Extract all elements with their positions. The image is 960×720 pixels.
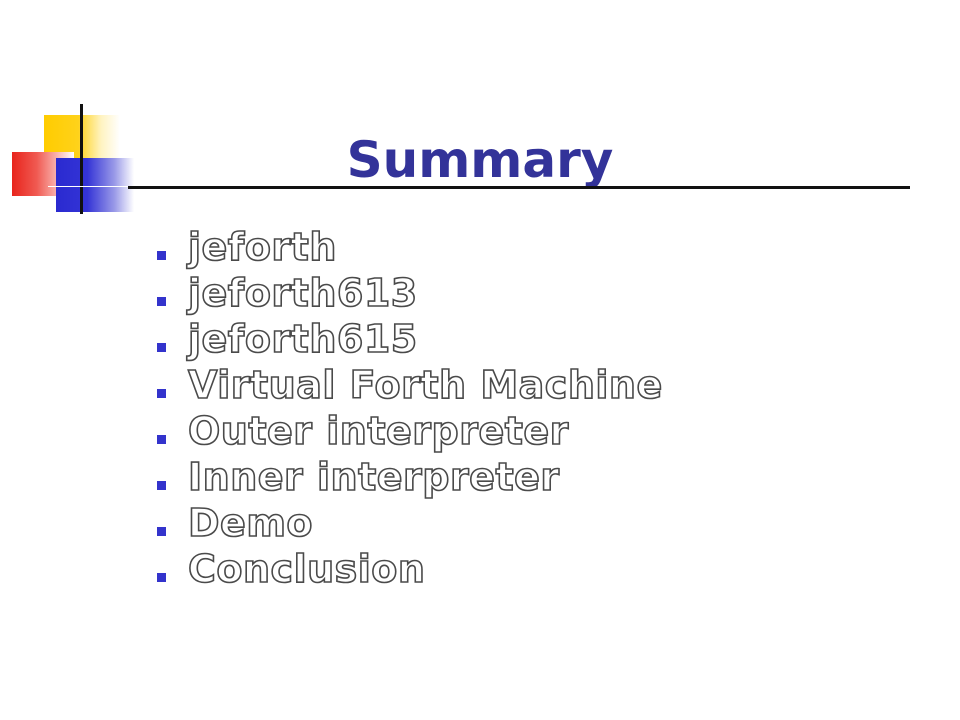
list-item-label: Virtual Forth Machine — [187, 362, 663, 408]
slide-title: Summary — [346, 131, 614, 189]
square-bullet-icon — [157, 343, 166, 352]
square-bullet-icon — [157, 251, 166, 260]
list-item: Demo — [154, 500, 663, 546]
list-item: jeforth613 — [154, 270, 663, 316]
list-item-label: Outer interpreter — [187, 408, 569, 454]
square-bullet-icon — [157, 435, 166, 444]
list-item-label: Conclusion — [187, 546, 426, 592]
list-item: Outer interpreter — [154, 408, 663, 454]
list-item-label: jeforth615 — [187, 316, 418, 362]
square-bullet-icon — [157, 527, 166, 536]
list-item: Conclusion — [154, 546, 663, 592]
title-underline — [128, 186, 910, 189]
square-bullet-icon — [157, 389, 166, 398]
list-item-label: jeforth — [187, 224, 337, 270]
list-item-label: Inner interpreter — [187, 454, 560, 500]
list-item: jeforth615 — [154, 316, 663, 362]
list-item-label: Demo — [187, 500, 314, 546]
decor-horizontal-highlight — [48, 186, 134, 187]
square-bullet-icon — [157, 297, 166, 306]
list-item: Virtual Forth Machine — [154, 362, 663, 408]
bullet-list: jeforth jeforth613 jeforth615 Virtual Fo… — [154, 224, 663, 592]
list-item: Inner interpreter — [154, 454, 663, 500]
list-item-label: jeforth613 — [187, 270, 418, 316]
decor-vertical-line — [80, 104, 83, 214]
decor-blue-square — [56, 158, 134, 212]
list-item: jeforth — [154, 224, 663, 270]
square-bullet-icon — [157, 481, 166, 490]
square-bullet-icon — [157, 573, 166, 582]
